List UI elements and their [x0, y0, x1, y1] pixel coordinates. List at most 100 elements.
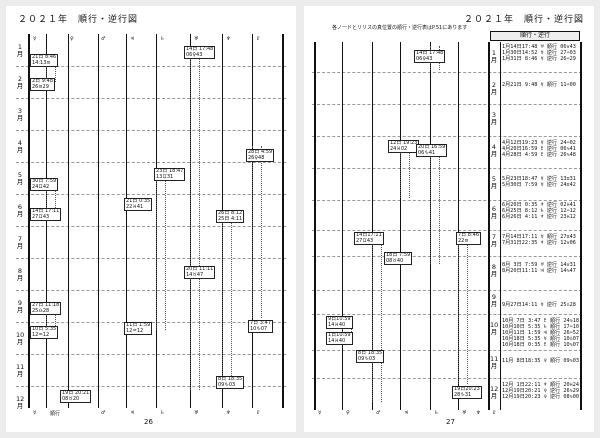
retrograde-band — [190, 50, 200, 390]
station-box: 2日 9:48 26≡29 — [30, 78, 55, 92]
station-box: 21日 0:35 22♓41 — [124, 198, 153, 212]
event-list-apr: 4月12日19:23 ☿ 逆行 24♒02 4月20日16:59 ♇ 逆行 06… — [502, 140, 576, 158]
mercury-icon: ☿ — [33, 410, 37, 416]
event-list-feb: 2月21日 9:48 ☿ 順行 11♒00 — [502, 82, 576, 88]
station-box: 23日 18:47 13♊31 — [154, 168, 186, 182]
month-label-8: 8 月 — [16, 267, 24, 282]
page-title: ２０２１年 順行・逆行図 — [463, 15, 584, 25]
month-label-7: 7 月 — [490, 233, 498, 248]
retrograde-band — [342, 318, 352, 344]
station-box: 7日 8:46 22≡ — [456, 232, 481, 246]
month-label-9: 9 月 — [16, 299, 24, 314]
retrograde-band — [46, 304, 56, 334]
neptune-icon: ♆ — [226, 36, 231, 42]
event-list-dec: 12月 1日22:11 ♆ 順行 20♓24 12月19日20:21 ♀ 逆行 … — [502, 382, 579, 400]
pluto-icon: ♇ — [256, 36, 261, 42]
month-label-12: 12 月 — [16, 395, 25, 410]
month-label-6: 6 月 — [16, 203, 24, 218]
retrograde-band — [372, 232, 382, 402]
station-box: 18日 7:59 08♉40 — [384, 252, 413, 266]
month-label-1: 1 月 — [490, 49, 498, 64]
retrograde-band — [222, 212, 232, 384]
event-list-nov: 11月 8日18:35 ♀ 順行 09♑03 — [502, 358, 579, 364]
station-box: 11日 1:59 12♒12 — [124, 322, 153, 336]
station-box: 30日 7:59 24♊42 — [30, 178, 59, 192]
saturn-icon: ♄ — [434, 410, 439, 416]
mercury-icon: ☿ — [33, 36, 37, 42]
mars-icon: ♂ — [376, 410, 381, 416]
jupiter-icon: ♃ — [130, 36, 135, 42]
station-box: 14日 17:48 06♀43 — [414, 50, 446, 64]
month-label-10: 10 月 — [490, 321, 499, 336]
event-list-sep: 9月27日14:11 ☿ 逆行 25♎28 — [502, 302, 576, 308]
direct-label: 順行 — [50, 411, 61, 417]
station-box: 28日 4:59 26♀48 — [246, 149, 275, 163]
page-number: 27 — [446, 418, 455, 426]
uranus-icon: ♅ — [462, 410, 467, 416]
station-box: 9日10:59 14♓40 — [326, 316, 353, 330]
station-box: 20日 16:59 06♑41 — [416, 144, 448, 158]
month-label-4: 4 月 — [16, 139, 24, 154]
left-page: ２０２１年 順行・逆行図 1 月 2 月 3 月 4 月 5 月 6 月 7 月… — [6, 6, 296, 432]
station-box: 14日 17:11 27♊43 — [30, 208, 62, 222]
month-label-10: 10 月 — [16, 331, 25, 346]
station-box: 8日 18:35 09♑03 — [216, 376, 245, 390]
event-list-oct: 10月 7日 3:47 ♇ 順行 24♑18 10月10日 5:35 ♄ 順行 … — [502, 318, 579, 348]
month-label-11: 11 月 — [16, 363, 25, 378]
jupiter-icon: ♃ — [130, 410, 135, 416]
page-title: ２０２１年 順行・逆行図 — [18, 15, 139, 25]
station-box: 26日 8:12 25日 4:11 — [216, 210, 245, 224]
retrograde-band — [400, 140, 410, 198]
retrograde-band — [46, 182, 56, 210]
month-label-9: 9 月 — [490, 293, 498, 308]
month-label-4: 4 月 — [490, 143, 498, 158]
uranus-icon: ♅ — [194, 410, 199, 416]
month-label-6: 6 月 — [490, 205, 498, 220]
month-label-2: 2 月 — [490, 81, 498, 96]
station-box: 1日10:59 14♓40 — [326, 332, 353, 346]
neptune-icon: ♆ — [476, 410, 481, 416]
event-list-jul: 7月14日17:11 ☿ 順行 27♊43 7月31日22:35 ♆ 逆行 12… — [502, 234, 576, 246]
retrograde-band — [46, 54, 56, 82]
neptune-icon: ♆ — [226, 410, 231, 416]
month-label-2: 2 月 — [16, 75, 24, 90]
station-box: 7日 3:47 10♑07 — [248, 320, 273, 334]
retrograde-band — [458, 234, 468, 384]
event-list-jun: 6月20日 0:35 ♆ 逆行 02♓41 6月25日 8:12 ♄ 逆行 12… — [502, 202, 576, 220]
event-list-may: 5月23日18:47 ☿ 逆行 13♊31 5月30日 7:59 ☿ 逆行 24… — [502, 176, 576, 188]
month-label-7: 7 月 — [16, 235, 24, 250]
saturn-icon: ♄ — [160, 36, 165, 42]
station-box: 14日 17:48 06♀43 — [184, 46, 216, 60]
month-label-1: 1 月 — [16, 43, 24, 58]
month-label-12: 12 月 — [490, 385, 499, 400]
page-number: 26 — [144, 418, 153, 426]
saturn-icon: ♄ — [160, 410, 165, 416]
jupiter-icon: ♃ — [404, 410, 409, 416]
month-label-11: 11 月 — [490, 355, 499, 370]
table-header: 順行・逆行 — [490, 31, 580, 41]
right-page: ２０２１年 順行・逆行図 各ノードとリリスの真位置の順行・逆行表はP.51にあり… — [304, 6, 594, 432]
month-label-8: 8 月 — [490, 263, 498, 278]
event-list-jan: 1月14日17:48 ♅ 順行 06♉43 1月30日14:52 ☿ 逆行 27… — [502, 44, 576, 62]
station-box: 10日 5:35 12♒12 — [30, 326, 59, 340]
station-box: 20日 11:11 14♉47 — [184, 266, 216, 280]
station-box: 21日 8:46 14:13≡ — [30, 54, 59, 68]
reference-note: 各ノードとリリスの真位置の順行・逆行表はP.51にあります — [332, 25, 468, 31]
event-list-aug: 8月 3日 7:59 ♅ 逆行 14♉31 8月20日11:11 ♃ 逆行 14… — [502, 262, 576, 274]
uranus-icon: ♅ — [194, 36, 199, 42]
station-box: 19日 20:21 08♉20 — [60, 390, 92, 404]
retrograde-band — [252, 146, 262, 318]
station-box: 19日20:23 28♑31 — [452, 386, 482, 400]
month-label-3: 3 月 — [490, 111, 498, 126]
venus-icon: ♀ — [70, 36, 74, 42]
station-box: 8日 18:35 09♑03 — [356, 350, 385, 364]
station-box: 14日17:11 27♊43 — [354, 232, 384, 246]
station-box: 27日 11:18 25♎28 — [30, 302, 62, 316]
mars-icon: ♂ — [101, 36, 106, 42]
retrograde-band — [156, 170, 166, 330]
retrograde-band — [430, 144, 440, 264]
venus-icon: ♀ — [346, 410, 350, 416]
station-box: 12日 19:23 24♓02 — [388, 140, 420, 154]
month-label-5: 5 月 — [16, 171, 24, 186]
pluto-icon: ♇ — [492, 410, 497, 416]
